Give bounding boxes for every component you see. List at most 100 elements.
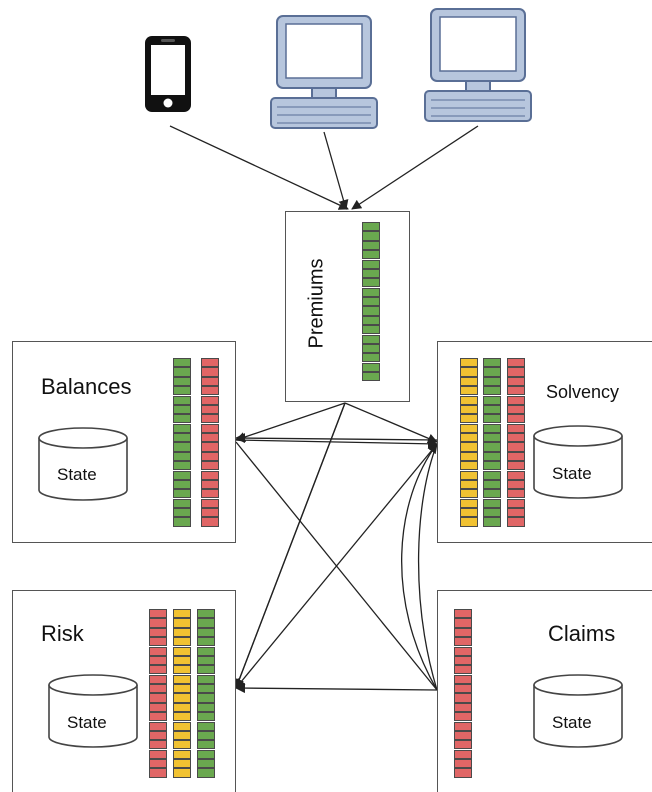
queue-cell: [201, 386, 219, 396]
queue-cell: [149, 674, 167, 684]
queue-cell: [454, 627, 472, 637]
queue-cell: [460, 442, 478, 452]
queue-cell: [201, 376, 219, 386]
arrow-claims-to-risk: [235, 683, 438, 694]
balances-queue-red: [201, 358, 219, 527]
queue-cell: [362, 278, 380, 288]
queue-cell: [483, 498, 501, 508]
smartphone-icon: [145, 36, 191, 112]
queue-cell: [201, 423, 219, 433]
queue-cell: [483, 451, 501, 461]
queue-cell: [507, 489, 525, 499]
queue-cell: [507, 414, 525, 424]
queue-cell: [149, 684, 167, 694]
queue-cell: [362, 287, 380, 297]
queue-cell: [507, 479, 525, 490]
queue-cell: [197, 684, 215, 694]
queue-cell: [362, 353, 380, 363]
premiums-label: Premiums: [305, 258, 328, 349]
risk-state-label: State: [67, 713, 107, 732]
solvency-queue-red: [507, 358, 525, 527]
desktop-computer-icon: [270, 15, 378, 129]
queue-cell: [483, 517, 501, 527]
queue-cell: [201, 451, 219, 461]
queue-cell: [460, 376, 478, 386]
queue-cell: [454, 684, 472, 694]
queue-cell: [149, 702, 167, 712]
queue-cell: [173, 442, 191, 452]
risk-queue-yellow: [173, 609, 191, 778]
queue-cell: [460, 517, 478, 527]
queue-cell: [362, 343, 380, 354]
queue-cell: [173, 646, 191, 656]
premiums-queue: [362, 222, 380, 382]
queue-cell: [201, 489, 219, 499]
queue-cell: [460, 367, 478, 377]
queue-cell: [483, 479, 501, 490]
queue-cell: [173, 451, 191, 461]
queue-cell: [197, 609, 215, 619]
queue-cell: [460, 433, 478, 443]
state-database-icon: [38, 427, 128, 501]
solvency-queue-yellow: [460, 358, 478, 527]
queue-cell: [197, 618, 215, 628]
queue-cell: [483, 470, 501, 480]
arrow-claims-to-solvency-a: [401, 443, 438, 691]
queue-cell: [201, 395, 219, 405]
queue-cell: [173, 665, 191, 675]
state-database-icon: [48, 674, 138, 748]
queue-cell: [507, 461, 525, 471]
state-database-icon: [533, 425, 623, 499]
state-database-icon: [533, 674, 623, 748]
queue-cell: [173, 498, 191, 508]
queue-cell: [362, 222, 380, 232]
arrow-desktop2-to-premiums: [351, 125, 479, 210]
queue-cell: [173, 461, 191, 471]
queue-cell: [173, 684, 191, 694]
queue-cell: [460, 358, 478, 368]
arrow-premiums-to-balances: [235, 402, 346, 442]
queue-cell: [454, 740, 472, 750]
queue-cell: [460, 470, 478, 480]
queue-cell: [149, 768, 167, 778]
queue-cell: [507, 433, 525, 443]
queue-cell: [197, 712, 215, 722]
claims-label: Claims: [548, 621, 616, 646]
queue-cell: [201, 442, 219, 452]
solvency-service: Solvency State: [437, 341, 652, 543]
arrow-premiums-to-solvency: [344, 402, 438, 444]
queue-cell: [362, 334, 380, 344]
queue-cell: [197, 730, 215, 741]
queue-cell: [173, 721, 191, 731]
claims-queue-red: [454, 609, 472, 778]
queue-cell: [197, 637, 215, 647]
queue-cell: [454, 665, 472, 675]
queue-cell: [362, 250, 380, 260]
queue-cell: [149, 665, 167, 675]
queue-cell: [507, 517, 525, 527]
queue-cell: [149, 637, 167, 647]
queue-cell: [201, 414, 219, 424]
queue-cell: [149, 655, 167, 666]
premiums-service: Premiums: [285, 211, 410, 402]
risk-label: Risk: [41, 621, 84, 646]
queue-cell: [460, 423, 478, 433]
queue-cell: [507, 498, 525, 508]
arrow-solvency-to-balances: [235, 433, 438, 444]
queue-cell: [173, 433, 191, 443]
queue-cell: [197, 627, 215, 637]
queue-cell: [362, 306, 380, 316]
queue-cell: [201, 433, 219, 443]
queue-cell: [483, 508, 501, 518]
queue-cell: [483, 414, 501, 424]
queue-cell: [460, 386, 478, 396]
queue-cell: [173, 655, 191, 666]
solvency-state-label: State: [552, 464, 592, 483]
queue-cell: [173, 627, 191, 637]
solvency-label: Solvency: [546, 382, 620, 402]
queue-cell: [460, 395, 478, 405]
arrow-solvency-to-risk: [235, 443, 438, 689]
queue-cell: [149, 749, 167, 759]
queue-cell: [460, 451, 478, 461]
